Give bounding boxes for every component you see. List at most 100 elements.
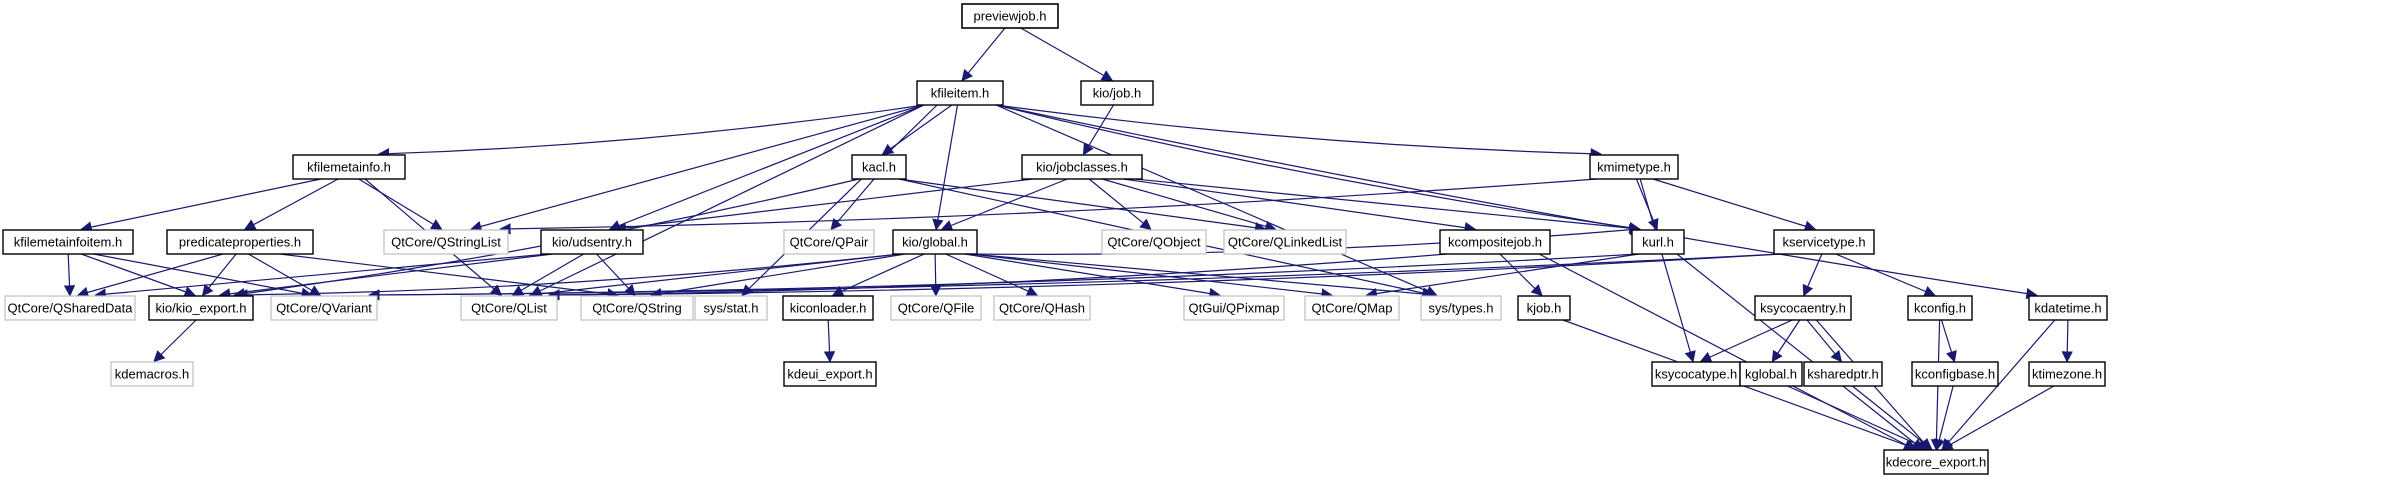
node-label-kurl: kurl.h [1642, 235, 1674, 250]
node-box-kconfigbase[interactable] [1911, 361, 1999, 387]
node-box-qstringlist [383, 229, 509, 255]
node-label-sysstat: sys/stat.h [704, 301, 759, 316]
node-box-qobject [1101, 229, 1207, 255]
edge-kservicetype-to-qvariant [368, 253, 1782, 301]
edge-kurl-to-kdecoreexport [1676, 253, 1924, 451]
edge-kservicetype-to-ksycocaentry [1802, 253, 1823, 297]
node-box-kioglobal[interactable] [892, 229, 978, 255]
node-box-kiconloader[interactable] [782, 295, 874, 321]
node-box-kdeuiexport[interactable] [783, 361, 877, 387]
node-box-kcompositejob[interactable] [1439, 229, 1551, 255]
node-kfilemetainfo[interactable]: kfilemetainfo.h [292, 154, 406, 180]
node-box-kfilemetainfo[interactable] [292, 154, 406, 180]
node-box-qstring [580, 295, 694, 321]
node-box-kjob[interactable] [1517, 295, 1571, 321]
edge-kurl-to-qmap [1365, 253, 1640, 300]
edge-kfileitem-to-kacl [881, 104, 953, 155]
node-box-kiojobclasses[interactable] [1021, 154, 1143, 180]
edge-kdatetime-to-ktimezone [2061, 319, 2073, 363]
node-kmimetype[interactable]: kmimetype.h [1589, 154, 1679, 180]
node-kcompositejob[interactable]: kcompositejob.h [1439, 229, 1551, 255]
edge-previewjob-to-kfileitem [961, 27, 1006, 82]
node-label-kioglobal: kio/global.h [902, 235, 968, 250]
node-kiojob[interactable]: kio/job.h [1080, 80, 1154, 106]
node-box-kacl[interactable] [851, 154, 907, 180]
edge-kioglobal-to-qhash [945, 253, 1039, 297]
node-ksycocatype[interactable]: ksycocatype.h [1651, 361, 1741, 387]
node-ksharedptr[interactable]: ksharedptr.h [1803, 361, 1883, 387]
node-kioexport[interactable]: kio/kio_export.h [148, 295, 254, 321]
edge-kfileitem-to-qlist [530, 104, 925, 296]
node-box-kurl[interactable] [1631, 229, 1685, 255]
edge-kiojobclasses-to-qlinkedlist [1102, 178, 1277, 232]
node-kurl[interactable]: kurl.h [1631, 229, 1685, 255]
node-kioudsentry[interactable]: kio/udsentry.h [540, 229, 644, 255]
node-box-kioexport[interactable] [148, 295, 254, 321]
edge-kfileitem-to-kurl [995, 104, 1641, 234]
node-box-kservicetype[interactable] [1773, 229, 1875, 255]
node-kioglobal[interactable]: kio/global.h [892, 229, 978, 255]
node-kjob[interactable]: kjob.h [1517, 295, 1571, 321]
edge-kioglobal-to-systypes [969, 253, 1437, 300]
node-kconfig[interactable]: kconfig.h [1907, 295, 1973, 321]
node-qmap: QtCore/QMap [1304, 295, 1400, 321]
node-label-ktimezone: ktimezone.h [2032, 367, 2102, 382]
node-label-kiojob: kio/job.h [1093, 86, 1141, 101]
node-kiconloader[interactable]: kiconloader.h [782, 295, 874, 321]
node-kdeuiexport[interactable]: kdeui_export.h [783, 361, 877, 387]
edge-kfilemetainfo-to-qstringlist [358, 178, 443, 230]
node-kdecoreexport[interactable]: kdecore_export.h [1883, 449, 1989, 475]
edge-kconfig-to-kconfigbase [1940, 319, 1957, 363]
node-box-kdecoreexport[interactable] [1883, 449, 1989, 475]
node-box-kiojob[interactable] [1080, 80, 1154, 106]
edge-predicateproperties-to-kioexport [201, 253, 237, 297]
node-label-ksycocatype: ksycocatype.h [1655, 367, 1737, 382]
node-box-systypes [1420, 295, 1502, 321]
node-box-kconfig[interactable] [1907, 295, 1973, 321]
edge-kioglobal-to-qstring [650, 253, 906, 300]
edge-kfileitem-to-kmimetype [995, 104, 1603, 160]
node-kfileitem[interactable]: kfileitem.h [916, 80, 1004, 106]
node-box-kfilemetainfoitem[interactable] [2, 229, 134, 255]
node-box-predicateproperties[interactable] [166, 229, 314, 255]
node-box-ksharedptr[interactable] [1803, 361, 1883, 387]
node-label-kservicetype: kservicetype.h [1782, 235, 1865, 250]
node-predicateproperties[interactable]: predicateproperties.h [166, 229, 314, 255]
node-label-systypes: sys/types.h [1428, 301, 1493, 316]
node-qlist: QtCore/QList [460, 295, 558, 321]
edge-ksycocaentry-to-ksycocatype [1699, 319, 1793, 363]
node-kservicetype[interactable]: kservicetype.h [1773, 229, 1875, 255]
node-box-ktimezone[interactable] [2028, 361, 2106, 387]
node-kglobal[interactable]: kglobal.h [1739, 361, 1803, 387]
node-kdemacros: kdemacros.h [110, 361, 194, 387]
node-label-kioudsentry: kio/udsentry.h [552, 235, 632, 250]
node-box-kfileitem[interactable] [916, 80, 1004, 106]
edge-predicateproperties-to-qstring [279, 253, 619, 300]
edge-kfileitem-to-kioudsentry [608, 104, 925, 231]
node-qshareddata: QtCore/QSharedData [4, 295, 136, 321]
node-kconfigbase[interactable]: kconfigbase.h [1911, 361, 1999, 387]
node-qvariant: QtCore/QVariant [270, 295, 378, 321]
edge-kfileitem-to-systypes [995, 104, 1438, 297]
node-kacl[interactable]: kacl.h [851, 154, 907, 180]
edge-kfileitem-to-sysstat [741, 104, 938, 297]
node-box-kmimetype[interactable] [1589, 154, 1679, 180]
node-box-kdatetime[interactable] [2028, 295, 2108, 321]
node-box-kglobal[interactable] [1739, 361, 1803, 387]
node-kiojobclasses[interactable]: kio/jobclasses.h [1021, 154, 1143, 180]
node-kfilemetainfoitem[interactable]: kfilemetainfoitem.h [2, 229, 134, 255]
node-box-previewjob [961, 3, 1059, 29]
node-systypes: sys/types.h [1420, 295, 1502, 321]
node-qstringlist: QtCore/QStringList [383, 229, 509, 255]
node-ktimezone[interactable]: ktimezone.h [2028, 361, 2106, 387]
node-box-kioudsentry[interactable] [540, 229, 644, 255]
edge-ksycocaentry-to-kglobal [1771, 319, 1801, 363]
node-box-ksycocaentry[interactable] [1754, 295, 1852, 321]
edge-kglobal-to-kdecoreexport [1787, 385, 1930, 451]
node-ksycocaentry[interactable]: ksycocaentry.h [1754, 295, 1852, 321]
node-box-qvariant [270, 295, 378, 321]
node-box-qhash [993, 295, 1091, 321]
node-kdatetime[interactable]: kdatetime.h [2028, 295, 2108, 321]
